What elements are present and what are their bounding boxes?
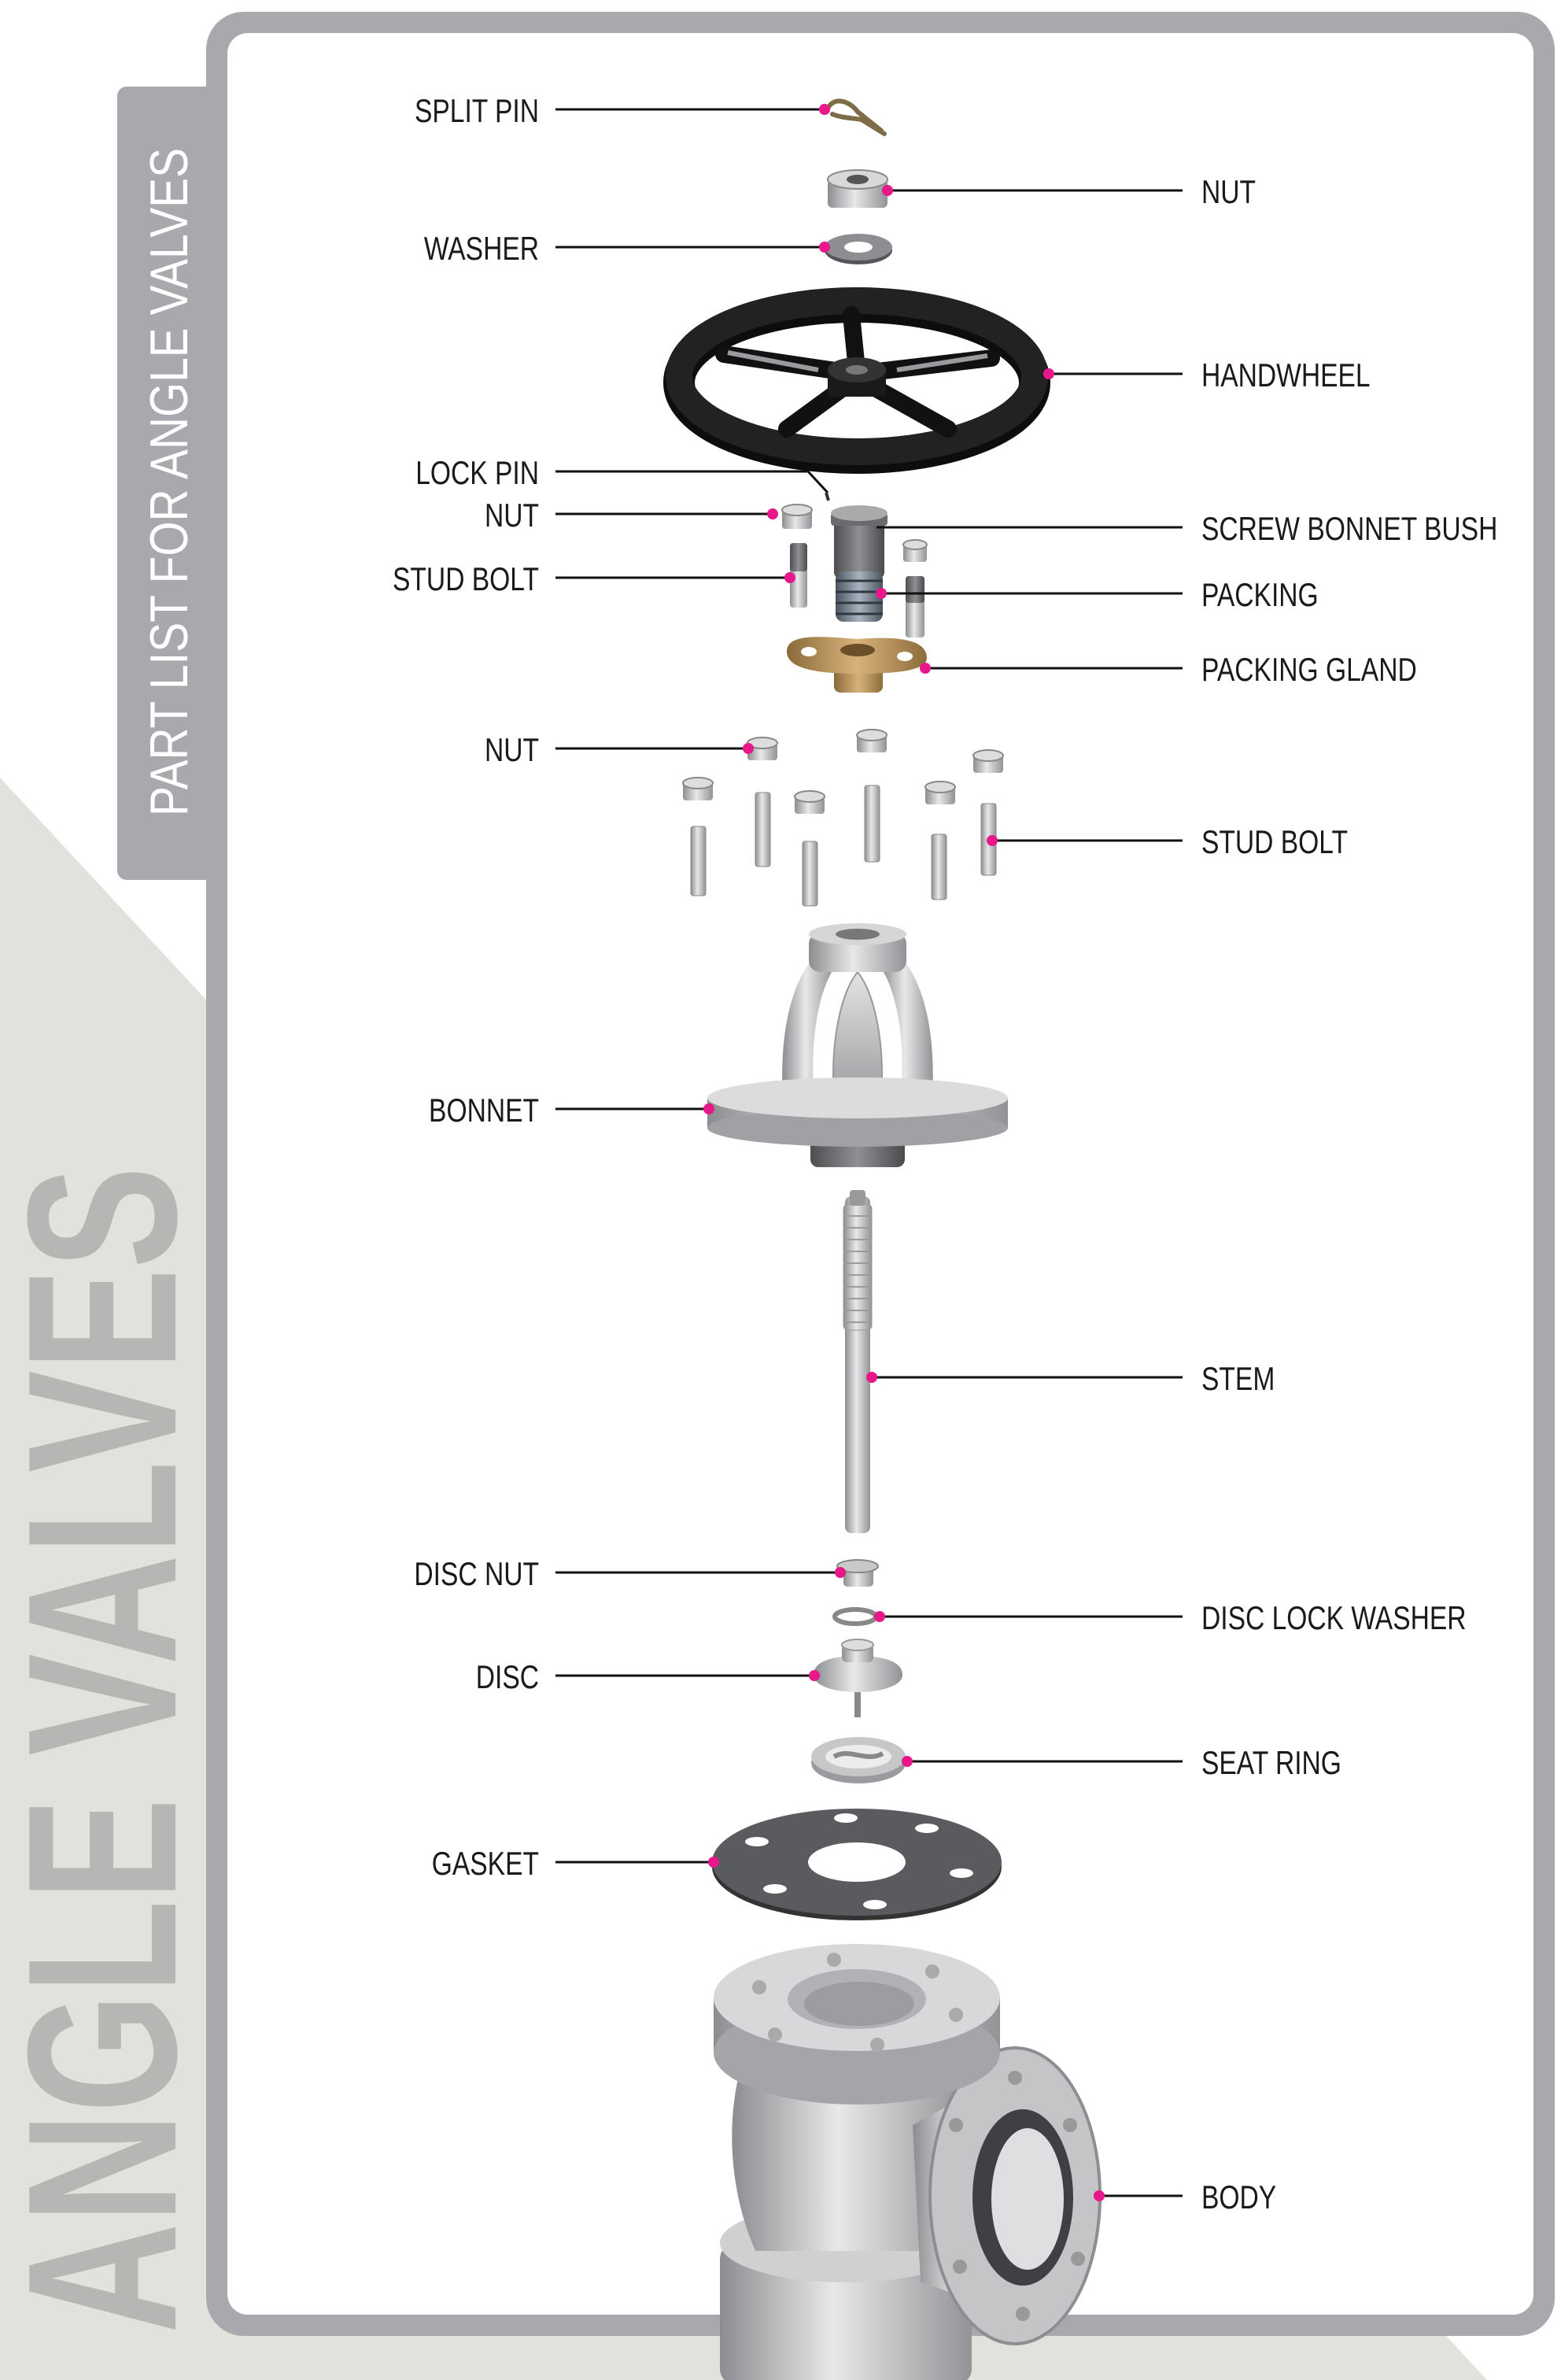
nut-small-icon (682, 777, 714, 800)
nut-row (682, 729, 1004, 814)
callout-nut-top: NUT (882, 175, 1256, 211)
callout-handwheel: HANDWHEEL (1043, 358, 1371, 394)
label-stud-bolt: STUD BOLT (393, 562, 539, 598)
label-seat-ring: SEAT RING (1201, 1746, 1341, 1782)
callout-disc-nut: DISC NUT (414, 1557, 846, 1593)
big-title: ANGLE VALVES (0, 1166, 221, 2334)
callout-lock-pin: LOCK PIN (415, 456, 829, 494)
callout-disc-lock-washer: DISC LOCK WASHER (874, 1601, 1467, 1637)
packing-gland-icon (787, 637, 927, 693)
nut-small-icon (747, 737, 778, 760)
stud-bolt-icon (931, 833, 947, 900)
callout-stem: STEM (866, 1362, 1275, 1398)
screw-bonnet-bush-icon (831, 505, 888, 578)
gasket-icon (712, 1809, 1002, 1920)
stud-bolt-icon (755, 792, 771, 867)
callout-stud-bolt-upper: STUD BOLT (393, 562, 795, 598)
nut-small-icon (972, 749, 1004, 773)
tab-title: PART LIST FOR ANGLE VALVES (139, 148, 199, 816)
label-gasket: GASKET (432, 1846, 539, 1883)
label-nut: NUT (1201, 175, 1256, 211)
callout-nut-lower: NUT (485, 733, 754, 769)
nut-small-icon (794, 790, 825, 814)
split-pin-icon (825, 98, 887, 136)
callout-packing: PACKING (876, 578, 1319, 614)
label-nut: NUT (485, 498, 539, 534)
label-washer: WASHER (424, 231, 539, 268)
handwheel-icon (663, 287, 1050, 474)
nut-small-icon (781, 504, 813, 529)
disc-nut-icon (836, 1559, 879, 1587)
stud-bolt-icon (906, 576, 924, 638)
callout-gasket: GASKET (432, 1846, 719, 1883)
stud-bolt-icon (790, 543, 807, 608)
callout-bonnet: BONNET (429, 1093, 714, 1129)
stem-icon (843, 1190, 873, 1533)
body-icon (714, 1944, 1102, 2380)
nut-icon (827, 169, 888, 208)
stud-bolt-icon (802, 841, 818, 907)
callout-body: BODY (1094, 2180, 1276, 2216)
label-stud-bolt: STUD BOLT (1201, 825, 1348, 861)
label-disc-nut: DISC NUT (414, 1557, 539, 1593)
label-screw-bonnet-bush: SCREW BONNET BUSH (1201, 512, 1497, 548)
frame-panel (227, 33, 1533, 2315)
callout-nut-upper: NUT (485, 498, 778, 534)
label-body: BODY (1201, 2180, 1276, 2216)
label-nut: NUT (485, 733, 539, 769)
nut-small-icon (902, 539, 928, 562)
callout-screw-bonnet-bush: SCREW BONNET BUSH (876, 512, 1497, 548)
bonnet-icon (707, 923, 1008, 1167)
label-stem: STEM (1201, 1362, 1275, 1398)
lock-pin-icon (825, 492, 830, 501)
packing-icon (836, 571, 883, 622)
callout-washer: WASHER (424, 231, 830, 268)
disc-icon (814, 1639, 902, 1717)
label-handwheel: HANDWHEEL (1201, 358, 1371, 394)
label-packing: PACKING (1201, 578, 1319, 614)
seat-ring-icon (811, 1737, 906, 1783)
nut-small-icon (924, 781, 956, 804)
label-lock-pin: LOCK PIN (415, 456, 539, 492)
washer-icon (825, 234, 892, 264)
label-bonnet: BONNET (429, 1093, 539, 1129)
stud-bolt-icon (690, 826, 707, 896)
callout-split-pin: SPLIT PIN (415, 94, 830, 130)
side-tab (117, 87, 220, 880)
nut-small-icon (856, 729, 888, 752)
callout-disc: DISC (476, 1660, 820, 1696)
callout-seat-ring: SEAT RING (902, 1746, 1341, 1782)
label-split-pin: SPLIT PIN (415, 94, 539, 130)
label-disc: DISC (476, 1660, 539, 1696)
label-packing-gland: PACKING GLAND (1201, 652, 1417, 689)
callout-stud-bolt-right: STUD BOLT (987, 825, 1348, 861)
callout-packing-gland: PACKING GLAND (920, 652, 1417, 689)
stud-bolt-icon (864, 785, 880, 863)
label-disc-lock-washer: DISC LOCK WASHER (1201, 1601, 1467, 1637)
